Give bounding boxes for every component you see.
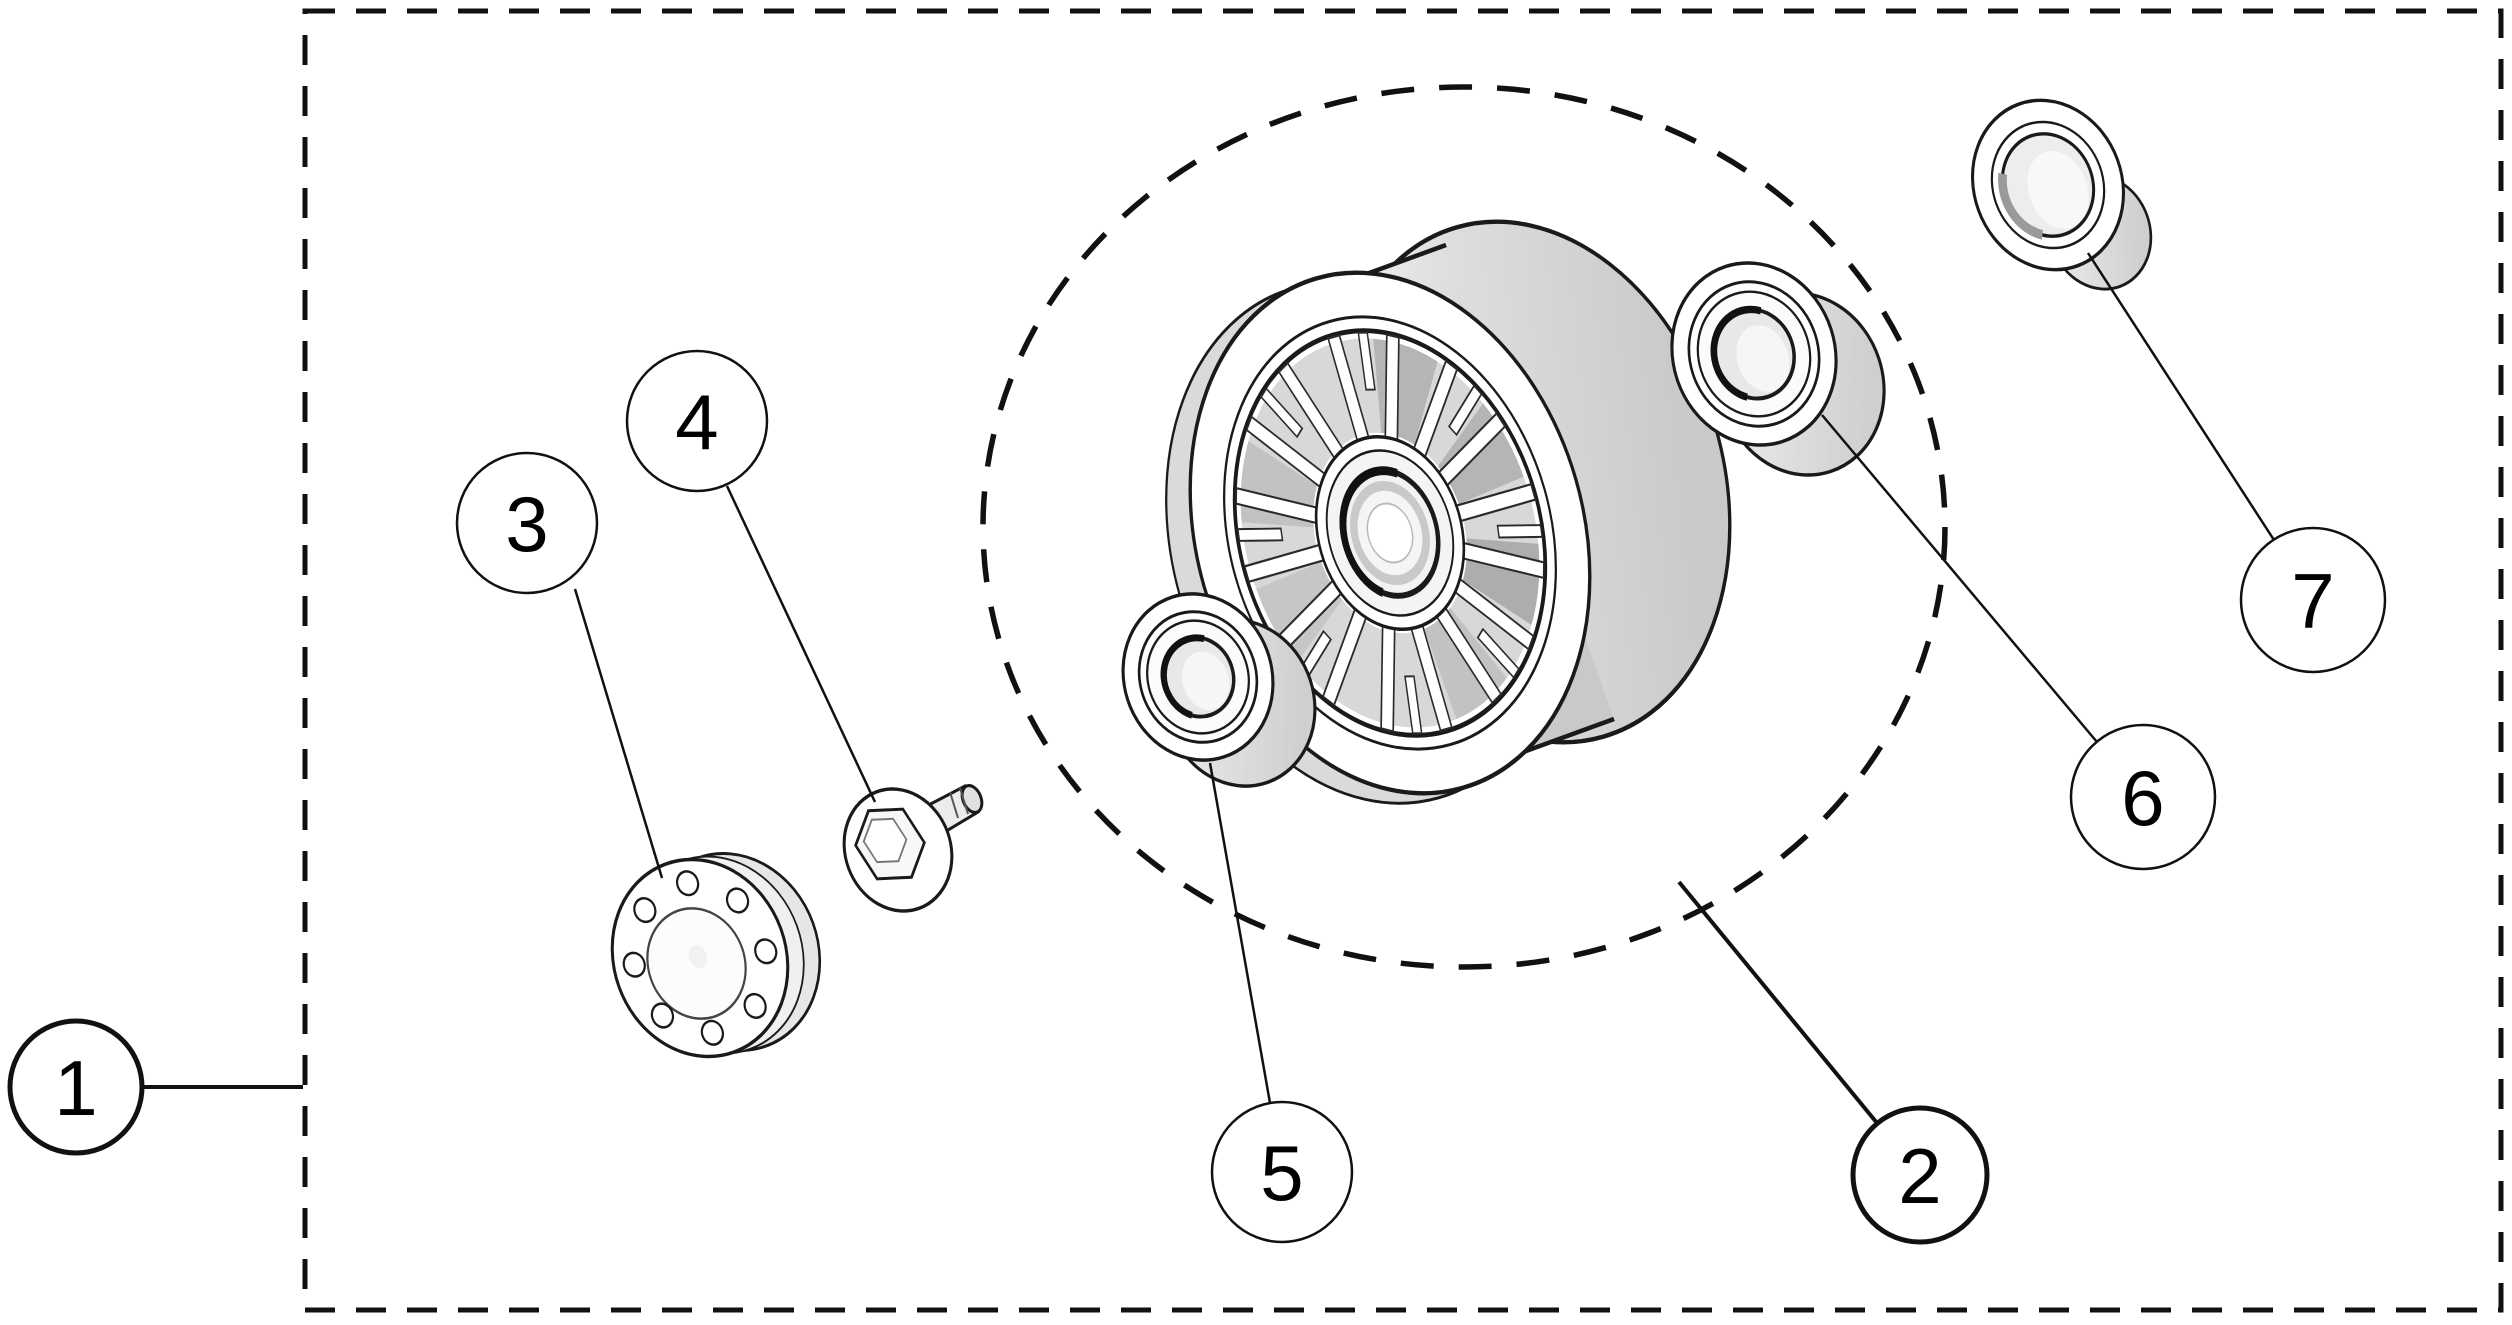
- callout-circle-3[interactable]: [455, 451, 599, 595]
- subassembly-boundary-dashed-ellipse: [980, 84, 1948, 970]
- leader-line-3: [573, 588, 664, 879]
- leader-line-4: [725, 485, 877, 803]
- leader-line-7: [2086, 252, 2276, 541]
- callout-label-7: 7: [2291, 557, 2334, 645]
- callout-circle-4[interactable]: [625, 349, 769, 493]
- callout-4[interactable]: 4: [625, 349, 769, 493]
- bearing-rear: [1670, 261, 1886, 477]
- leader-line-6: [1821, 414, 2098, 743]
- callout-label-4: 4: [675, 378, 718, 466]
- callout-3[interactable]: 3: [455, 451, 599, 595]
- callout-circle-7[interactable]: [2239, 526, 2387, 674]
- callout-label-6: 6: [2121, 754, 2164, 842]
- bearing-front: [1121, 592, 1317, 788]
- callout-label-2: 2: [1898, 1132, 1941, 1220]
- leader-line-2: [1677, 880, 1879, 1125]
- callout-circle-2[interactable]: [1850, 1105, 1990, 1245]
- callout-6[interactable]: 6: [2069, 723, 2217, 871]
- callout-circle-5[interactable]: [1210, 1100, 1354, 1244]
- callout-label-1: 1: [54, 1044, 97, 1132]
- callout-circle-1[interactable]: [7, 1018, 145, 1156]
- hub-cap: [610, 852, 822, 1059]
- leader-lines: [141, 252, 2276, 1125]
- assembly-boundary-dashed-rect: [302, 8, 2504, 1313]
- callout-5[interactable]: 5: [1210, 1100, 1354, 1244]
- wheel: [1165, 219, 1732, 805]
- callout-circle-6[interactable]: [2069, 723, 2217, 871]
- callout-2[interactable]: 2: [1850, 1105, 1990, 1245]
- callout-balloons: 1 2 3 4 5 6 7: [7, 349, 2387, 1245]
- callout-label-3: 3: [505, 480, 548, 568]
- callout-7[interactable]: 7: [2239, 526, 2387, 674]
- flanged-bushing: [1970, 98, 2153, 291]
- hex-flange-bolt: [842, 783, 984, 913]
- callout-1[interactable]: 1: [7, 1018, 145, 1156]
- callout-label-5: 5: [1260, 1129, 1303, 1217]
- leader-line-5: [1208, 762, 1272, 1104]
